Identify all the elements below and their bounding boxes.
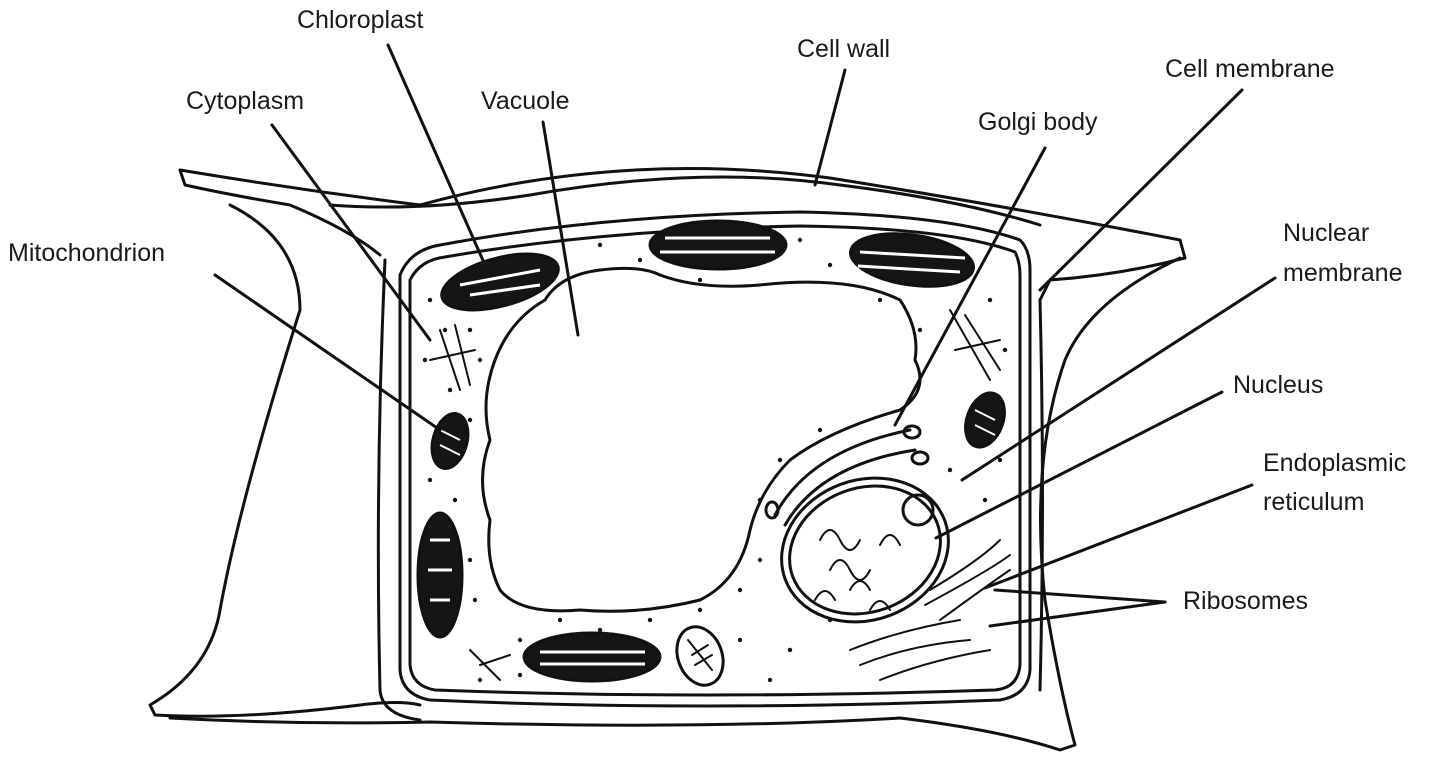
label-leader-lines <box>215 45 1275 626</box>
nucleus <box>761 455 969 645</box>
label-nucleus: Nucleus <box>1233 370 1323 400</box>
label-golgi-body: Golgi body <box>978 107 1098 137</box>
label-chloroplast: Chloroplast <box>297 5 423 35</box>
vacuole <box>483 268 921 611</box>
label-endoplasmic-reticulum-line1: Endoplasmic <box>1263 448 1406 478</box>
chloroplasts <box>418 221 977 681</box>
label-nuclear-membrane-line1: Nuclear <box>1283 218 1369 248</box>
label-cell-membrane: Cell membrane <box>1165 54 1335 84</box>
label-endoplasmic-reticulum-line2: reticulum <box>1263 487 1364 517</box>
label-ribosomes: Ribosomes <box>1183 586 1308 616</box>
label-cytoplasm: Cytoplasm <box>186 86 304 116</box>
label-vacuole: Vacuole <box>481 86 570 116</box>
label-cell-wall: Cell wall <box>797 34 890 64</box>
endoplasmic-reticulum <box>850 540 1010 680</box>
label-nuclear-membrane-line2: membrane <box>1283 258 1403 288</box>
label-mitochondrion: Mitochondrion <box>8 238 165 268</box>
